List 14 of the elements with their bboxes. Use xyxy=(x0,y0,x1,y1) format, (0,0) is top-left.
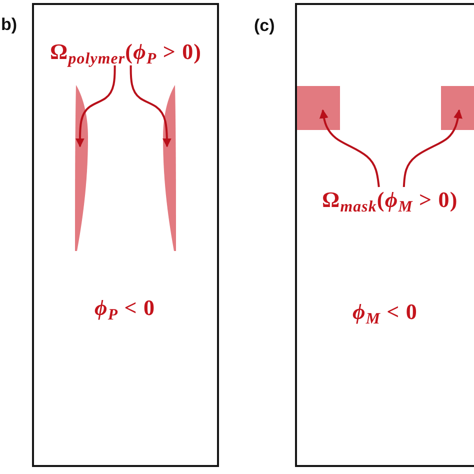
panel-label: b) xyxy=(1,16,18,35)
shaded-region xyxy=(441,86,474,130)
formula-label: Ω$_{mask}$(ϕ$_{M}$ > 0) xyxy=(322,187,458,214)
formula-label: ϕ$_{M}$ < 0 xyxy=(352,299,418,326)
arrow xyxy=(75,65,116,148)
arrow xyxy=(319,109,380,188)
shaded-region xyxy=(75,85,89,251)
shaded-region xyxy=(297,86,340,130)
shaded-region xyxy=(162,85,176,251)
arrow xyxy=(130,65,172,148)
formula-label: ϕ$_{P}$ < 0 xyxy=(94,295,156,322)
arrow xyxy=(402,109,462,188)
formula-label: Ω$_{polymer}$(ϕ$_{P}$ > 0) xyxy=(50,39,202,66)
panel-label: (c) xyxy=(254,17,275,36)
